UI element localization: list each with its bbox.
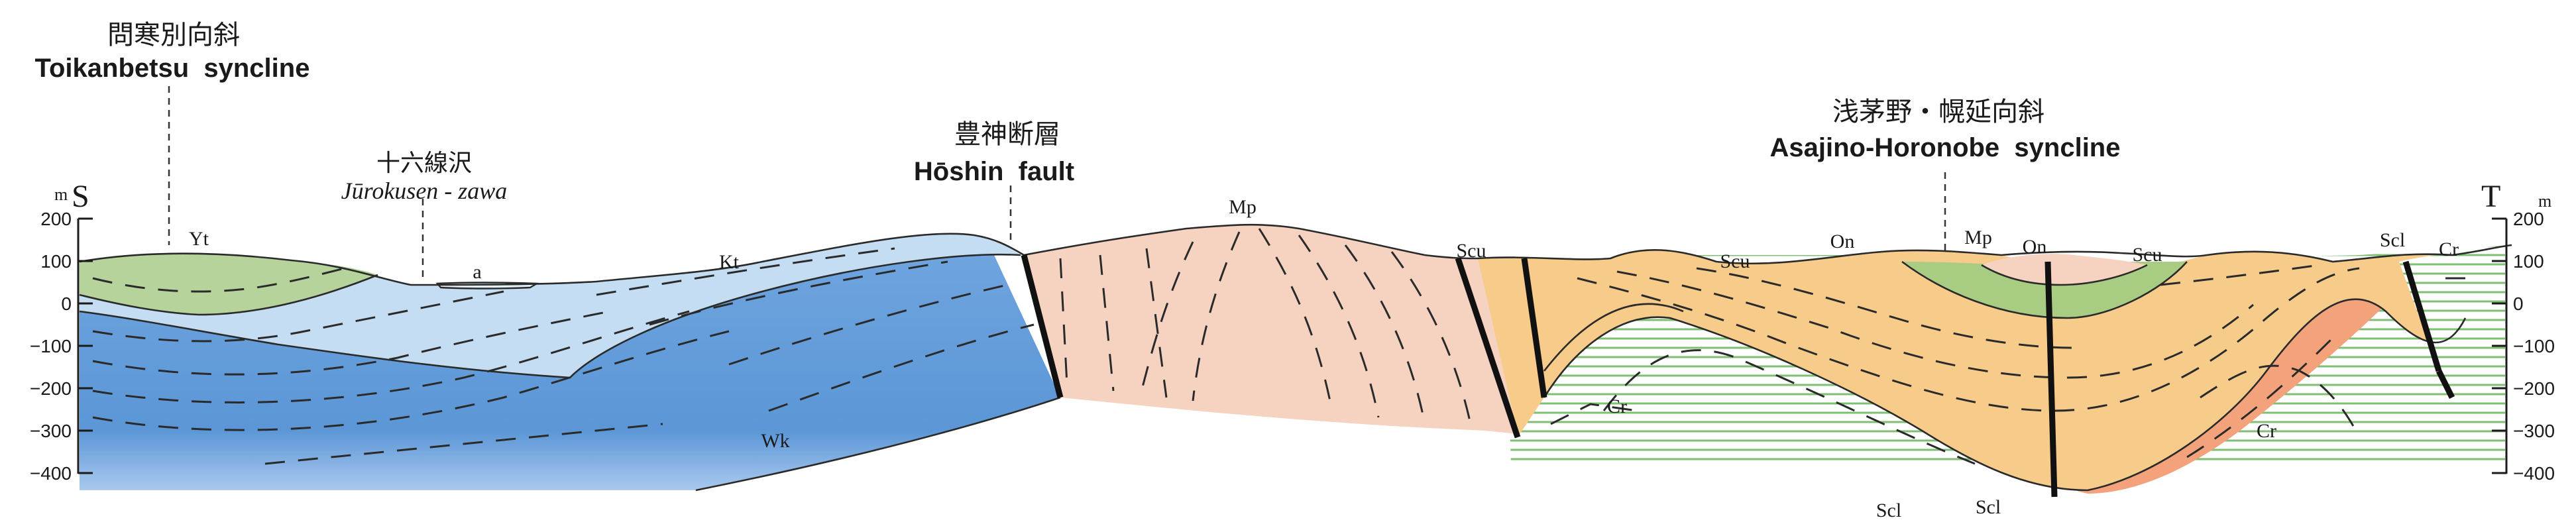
left-tick-minus100: −100 [30, 336, 72, 356]
jurokusen-zawa-en: Jūrokusen - zawa [341, 178, 508, 204]
bedding-traces [92, 228, 2472, 465]
left-tick-minus300: −300 [30, 421, 72, 441]
right-section-end: T [2481, 179, 2500, 214]
jurokusen-zawa-jp: 十六線沢 [376, 150, 472, 177]
toikanbetsu-syncline-en: Toikanbetsu syncline [35, 54, 310, 83]
formation-scu-3: Scu [2133, 244, 2162, 266]
structure-guides [168, 86, 1946, 280]
formation-scu-2: Scu [1720, 250, 1750, 272]
formation-cr-2: Cr [2439, 238, 2459, 260]
left-unit: m [54, 185, 68, 204]
formation-scu-1: Scu [1457, 240, 1486, 262]
right-tick-0: 0 [2513, 293, 2524, 314]
fault-scl-east [2402, 260, 2442, 372]
elevation-axis-right: T m 200 100 0 −100 −200 −300 −400 [2481, 179, 2555, 484]
fault-scl-east-lower [2436, 369, 2455, 399]
right-tick-minus300: −300 [2513, 421, 2555, 441]
formation-cr-1: Cr [1607, 396, 1627, 417]
faults [1021, 254, 2455, 498]
formation-labels: Yt a Kt Wk Mp Scu Cr Scu On Mp On Scu Sc… [189, 196, 2459, 521]
toikanbetsu-syncline-jp: 問寒別向斜 [107, 20, 240, 50]
formation-on-2: On [2023, 236, 2047, 258]
structure-labels: 問寒別向斜 Toikanbetsu syncline 十六線沢 Jūrokuse… [35, 20, 2121, 204]
formation-wk: Wk [761, 430, 789, 452]
left-tick-200: 200 [40, 209, 72, 229]
left-tick-minus400: −400 [30, 463, 72, 484]
formation-scl-3: Scl [1976, 496, 2001, 518]
left-tick-100: 100 [40, 251, 72, 272]
formation-scl-1: Scl [2380, 229, 2405, 251]
left-section-end: S [72, 179, 89, 214]
asajino-horonobe-syncline-en: Asajino-Horonobe syncline [1770, 133, 2121, 162]
formation-cr-3: Cr [2257, 420, 2276, 442]
unit-wk [80, 250, 1060, 490]
right-unit: m [2538, 191, 2551, 211]
formation-mp-left: Mp [1229, 196, 1257, 218]
right-tick-100: 100 [2513, 251, 2544, 272]
right-tick-minus400: −400 [2513, 463, 2555, 484]
topographic-surface [79, 223, 2512, 286]
formation-scl-2: Scl [1876, 500, 1901, 521]
right-tick-minus100: −100 [2513, 336, 2555, 356]
hoshin-fault-line [1021, 254, 1064, 399]
unit-mp [1024, 225, 1518, 434]
hoshin-fault-jp: 豊神断層 [954, 119, 1060, 150]
right-tick-200: 200 [2513, 209, 2544, 229]
right-tick-minus200: −200 [2513, 378, 2555, 399]
unit-cr-right [2399, 246, 2505, 464]
formation-a: a [473, 261, 481, 283]
formation-on-1: On [1830, 231, 1855, 252]
fault-scu-east [1521, 258, 1547, 398]
formation-kt: Kt [719, 251, 740, 273]
left-tick-0: 0 [61, 293, 72, 314]
fault-scu-west [1455, 257, 1521, 439]
hoshin-fault-en: Hōshin fault [914, 157, 1074, 186]
formation-mp-center: Mp [1964, 227, 1992, 248]
left-tick-minus200: −200 [30, 378, 72, 399]
fault-syncline-axis [2044, 261, 2058, 498]
formation-yt: Yt [189, 228, 209, 250]
elevation-axis-left: S m 200 100 0 −100 −200 −300 −400 [30, 179, 93, 484]
unit-mp-core [1982, 254, 2147, 285]
unit-scu [1458, 250, 2479, 490]
asajino-horonobe-syncline-jp: 浅茅野・幌延向斜 [1832, 97, 2044, 127]
